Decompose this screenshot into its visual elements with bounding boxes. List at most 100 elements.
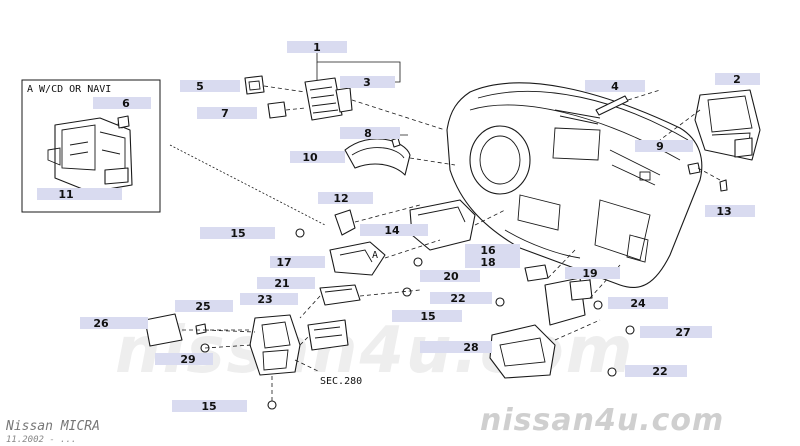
sec-reference-label: SEC.280 [320,376,362,387]
panel-19 [569,279,593,301]
callout-27: 27 [640,326,712,339]
screw-15b [402,287,412,297]
screw-15c [267,400,277,410]
svg-text:23: 23 [257,293,272,306]
svg-text:1: 1 [313,41,321,54]
screw-22a [495,297,505,307]
passenger-airbag-module [694,89,761,161]
callout-22a: 22 [430,292,492,305]
callout-19: 19 [565,267,620,280]
svg-text:6: 6 [122,97,130,110]
vent-knob [244,75,265,95]
svg-text:25: 25 [195,300,210,313]
svg-text:19: 19 [582,267,597,280]
callout-9: 9 [635,140,693,153]
callout-23: 23 [240,293,298,306]
callout-5: 5 [180,80,240,93]
svg-text:3: 3 [363,76,371,89]
bracket-17: A [329,241,386,276]
callout-18: 18 [465,256,520,269]
svg-text:15: 15 [420,310,435,323]
defroster-grille [595,95,629,116]
screw-8 [391,137,401,148]
svg-text:13: 13 [716,205,731,218]
callout-21: 21 [257,277,315,290]
footer-model: Nissan MICRA [5,419,100,434]
callout-6: 6 [93,97,151,110]
callout-24: 24 [608,297,668,310]
callout-15c: 15 [172,400,247,413]
inset-bracket [47,117,133,193]
svg-text:20: 20 [443,270,459,283]
svg-text:7: 7 [221,107,229,120]
callout-8: 8 [340,127,400,140]
cluster-lid [344,138,411,176]
bolt-13 [719,179,728,192]
callout-26: 26 [80,317,148,330]
svg-text:16: 16 [480,244,496,257]
callout-14: 14 [360,224,428,237]
svg-text:28: 28 [463,341,478,354]
svg-text:22: 22 [652,365,667,378]
callouts: 1 2 3 4 5 6 7 8 9 10 11 12 13 14 15 16 1… [37,41,760,413]
callout-29: 29 [155,353,213,366]
callout-25: 25 [175,300,233,313]
inset-title: A W/CD OR NAVI [27,84,111,95]
callout-2: 2 [715,73,760,86]
ashtray-21 [319,284,361,306]
instrument-panel [446,82,703,289]
callout-12: 12 [318,192,373,205]
svg-text:18: 18 [480,256,495,269]
callout-1: 1 [287,41,347,54]
callout-28: 28 [420,341,492,354]
lid-26 [144,313,183,347]
callout-10: 10 [290,151,345,164]
svg-text:11: 11 [58,188,73,201]
callout-22b: 22 [625,365,687,378]
svg-text:22: 22 [450,292,465,305]
svg-text:2: 2 [733,73,741,86]
svg-text:4: 4 [611,80,619,93]
callout-4: 4 [585,80,645,93]
finisher-12 [334,209,356,236]
screw-20 [413,257,423,267]
svg-text:14: 14 [384,224,400,237]
screw-15a [295,228,305,238]
center-bezel-23 [249,314,301,376]
screw-27 [625,325,635,335]
hazard-switch [267,101,287,119]
svg-text:12: 12 [333,192,348,205]
svg-text:8: 8 [364,127,372,140]
a-marker: A [372,250,378,261]
center-vent-panel [304,77,353,121]
cable [169,144,326,226]
callout-13: 13 [705,205,755,218]
svg-text:5: 5 [196,80,204,93]
callout-11: 11 [37,188,122,201]
callout-17: 17 [270,256,325,269]
svg-text:27: 27 [675,326,690,339]
svg-text:26: 26 [93,317,109,330]
callout-16: 16 [465,244,520,257]
watermark-corner: nissan4u.com [480,403,724,438]
svg-text:24: 24 [630,297,646,310]
clip-16 [524,264,549,282]
svg-text:29: 29 [180,353,195,366]
clip-25 [195,323,207,335]
svg-text:9: 9 [656,140,664,153]
callout-15a: 15 [200,227,275,240]
svg-text:15: 15 [230,227,245,240]
screw-22b [607,367,617,377]
svg-text:15: 15 [201,400,216,413]
svg-text:10: 10 [302,151,318,164]
svg-text:21: 21 [274,277,289,290]
callout-20: 20 [420,270,480,283]
callout-3: 3 [340,76,395,89]
callout-7: 7 [197,107,257,120]
clip-9 [687,162,701,175]
svg-text:17: 17 [276,256,291,269]
callout-15b: 15 [392,310,462,323]
bolt-6 [117,115,130,129]
watermark-center: nissan4u.com [115,314,634,388]
